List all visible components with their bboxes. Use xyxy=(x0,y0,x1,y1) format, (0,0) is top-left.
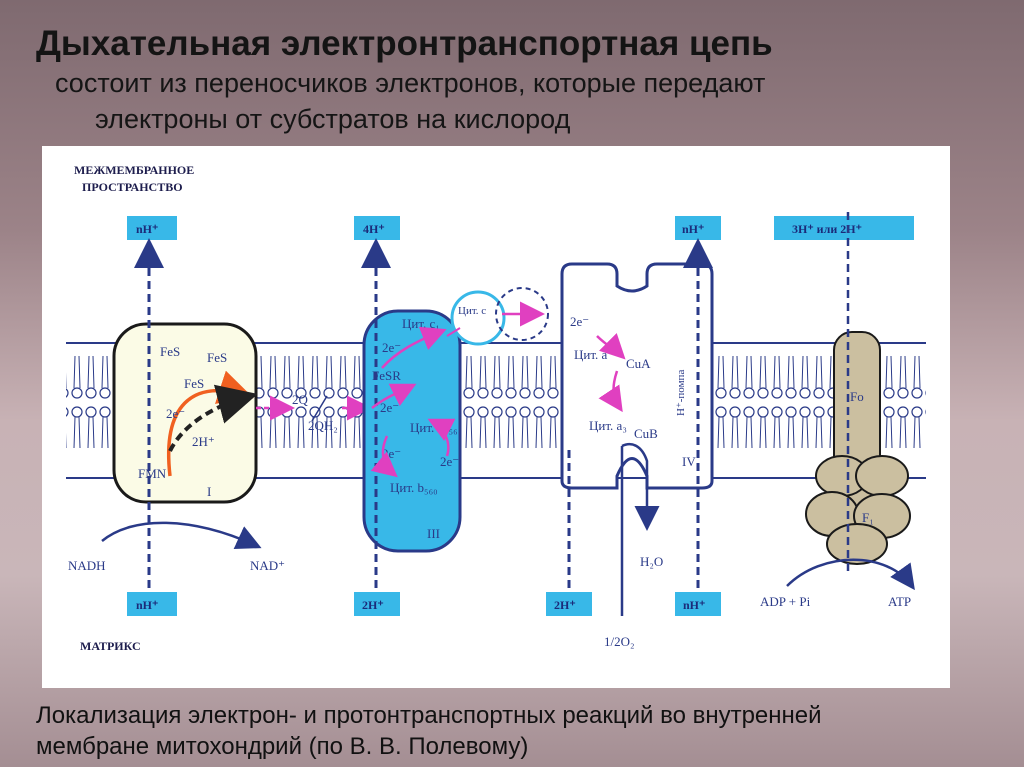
c4-cua: CuA xyxy=(626,356,651,371)
top-box-1 xyxy=(127,216,177,240)
subtitle-line-2: электроны от субстратов на кислород xyxy=(95,104,571,134)
atp-label: ATP xyxy=(888,594,911,609)
top-box-2-label: 4H⁺ xyxy=(363,222,385,236)
c1-2h: 2H⁺ xyxy=(192,434,215,449)
f1-label: F₁ xyxy=(862,510,874,525)
quinone-2qh2: 2QH₂ xyxy=(308,418,338,433)
matrix-label: МАТРИКС xyxy=(80,639,141,653)
page-title: Дыхательная электронтранспортная цепь xyxy=(36,24,773,63)
intermembrane-label-2: ПРОСТРАНСТВО xyxy=(82,180,183,194)
bottom-box-3 xyxy=(546,592,592,616)
quinone-2q: 2Q xyxy=(292,392,309,407)
top-box-2 xyxy=(354,216,400,240)
caption-line-1: Локализация электрон- и протонтранспортн… xyxy=(36,702,822,729)
caption-line-2: мембране митохондрий (по В. В. Полевому) xyxy=(36,733,529,760)
adp-label: ADP + Pi xyxy=(760,594,811,609)
bottom-box-1-label: nH⁺ xyxy=(136,598,158,612)
top-box-3 xyxy=(675,216,721,240)
subtitle-line-1: состоит из переносчиков электронов, кото… xyxy=(55,68,766,98)
c1-fmn: FMN xyxy=(138,466,167,481)
c3-cyt-c1: Цит. c₁ xyxy=(402,316,440,331)
c4-pump: H⁺-помпа xyxy=(675,370,687,416)
atp-synthase-f1 xyxy=(805,455,911,565)
bottom-box-4 xyxy=(675,592,721,616)
bottom-box-4-label: nH⁺ xyxy=(683,598,705,612)
bottom-box-3-label: 2H⁺ xyxy=(554,598,576,612)
c1-fes-2: FeS xyxy=(207,350,227,365)
c3-2e-2: 2e⁻ xyxy=(380,400,399,415)
c1-fes-3: FeS xyxy=(184,376,204,391)
c1-2e: 2e⁻ xyxy=(166,406,185,421)
c3-roman: III xyxy=(427,526,440,541)
top-box-4 xyxy=(774,216,914,240)
top-box-4-label: 3H⁺ или 2H⁺ xyxy=(792,222,862,236)
c4-cyt-a: Цит. a xyxy=(574,347,608,362)
diagram-panel: МЕЖМЕМБРАННОЕ ПРОСТРАНСТВО МАТРИКС nH⁺ 4… xyxy=(42,146,950,688)
c3-2e-1: 2e⁻ xyxy=(382,340,401,355)
fo-label: Fo xyxy=(850,389,864,404)
o2-label: 1/2O₂ xyxy=(604,634,635,649)
c3-cyt-b560: Цит. b₅₆₀ xyxy=(390,480,438,495)
c4-2e: 2e⁻ xyxy=(570,314,589,329)
cyt-c-label: Цит. c xyxy=(458,305,486,317)
top-box-3-label: nH⁺ xyxy=(682,222,704,236)
c3-fesr: FeSR xyxy=(372,368,401,383)
complex-3-body xyxy=(362,309,462,553)
bottom-box-2 xyxy=(354,592,400,616)
c1-fes-1: FeS xyxy=(160,344,180,359)
nadh-label: NADH xyxy=(68,558,106,573)
c3-2e-4: 2e⁻ xyxy=(440,454,459,469)
h2o-label: H₂O xyxy=(640,554,663,569)
c4-roman: IV xyxy=(682,454,696,469)
nad-label: NAD⁺ xyxy=(250,558,285,573)
top-box-1-label: nH⁺ xyxy=(136,222,158,236)
c4-cyt-a3: Цит. a₃ xyxy=(589,418,627,433)
cyt-c-circle xyxy=(450,290,506,346)
bottom-box-2-label: 2H⁺ xyxy=(362,598,384,612)
intermembrane-label-1: МЕЖМЕМБРАННОЕ xyxy=(74,163,194,177)
etc-diagram: МЕЖМЕМБРАННОЕ ПРОСТРАНСТВО МАТРИКС nH⁺ 4… xyxy=(66,163,926,653)
c1-roman: I xyxy=(207,484,211,499)
c4-cub: CuB xyxy=(634,426,658,441)
bottom-box-1 xyxy=(127,592,177,616)
